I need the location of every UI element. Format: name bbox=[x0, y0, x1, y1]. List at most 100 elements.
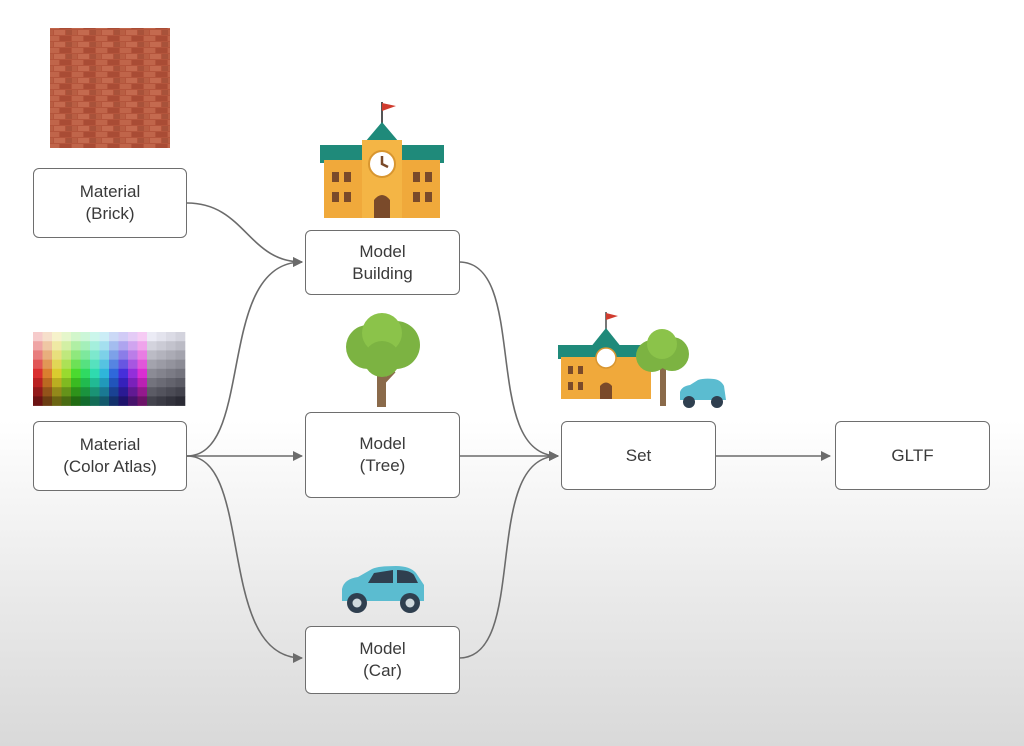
atlas-swatch bbox=[99, 350, 110, 360]
school-building-icon bbox=[320, 102, 444, 218]
atlas-swatch bbox=[42, 387, 53, 397]
atlas-swatch bbox=[42, 368, 53, 379]
atlas-swatch bbox=[166, 350, 176, 360]
atlas-swatch bbox=[109, 332, 119, 342]
atlas-swatch bbox=[156, 350, 167, 360]
atlas-swatch bbox=[137, 359, 148, 370]
atlas-swatch bbox=[137, 350, 148, 360]
atlas-swatch bbox=[156, 378, 167, 388]
atlas-swatch bbox=[175, 378, 186, 388]
atlas-swatch bbox=[156, 359, 167, 370]
color-atlas-image bbox=[33, 332, 186, 406]
atlas-swatch bbox=[80, 332, 91, 342]
node-material-color-atlas[interactable]: Material (Color Atlas) bbox=[33, 421, 187, 491]
atlas-swatch bbox=[71, 350, 81, 360]
atlas-swatch bbox=[90, 368, 100, 379]
atlas-swatch bbox=[90, 359, 100, 370]
atlas-swatch bbox=[52, 359, 62, 370]
atlas-swatch bbox=[80, 387, 91, 397]
edge-brick-to-building bbox=[186, 202, 303, 267]
atlas-swatch bbox=[147, 396, 157, 406]
atlas-swatch bbox=[71, 387, 81, 397]
atlas-swatch bbox=[99, 332, 110, 342]
atlas-swatch bbox=[128, 332, 138, 342]
car-icon bbox=[342, 566, 424, 613]
atlas-swatch bbox=[71, 396, 81, 406]
atlas-swatch bbox=[80, 368, 91, 379]
atlas-swatch bbox=[80, 359, 91, 370]
edge-atlas-to-building bbox=[186, 257, 303, 457]
atlas-swatch bbox=[175, 350, 186, 360]
atlas-swatch bbox=[61, 332, 72, 342]
atlas-swatch bbox=[61, 396, 72, 406]
atlas-swatch bbox=[166, 387, 176, 397]
atlas-swatch bbox=[61, 387, 72, 397]
edge-car-to-set bbox=[458, 451, 559, 659]
atlas-swatch bbox=[99, 378, 110, 388]
atlas-swatch bbox=[109, 368, 119, 379]
atlas-swatch bbox=[90, 332, 100, 342]
edges bbox=[186, 202, 831, 663]
atlas-swatch bbox=[61, 350, 72, 360]
atlas-swatch bbox=[52, 387, 62, 397]
node-model-tree-title: Model bbox=[359, 434, 406, 453]
atlas-swatch bbox=[90, 341, 100, 351]
atlas-swatch bbox=[166, 368, 176, 379]
edge-atlas-to-car bbox=[186, 455, 303, 663]
atlas-swatch bbox=[52, 350, 62, 360]
atlas-swatch bbox=[175, 359, 186, 370]
atlas-swatch bbox=[118, 387, 129, 397]
atlas-swatch bbox=[147, 387, 157, 397]
atlas-swatch bbox=[137, 368, 148, 379]
atlas-swatch bbox=[109, 378, 119, 388]
atlas-swatch bbox=[61, 341, 72, 351]
atlas-swatch bbox=[166, 341, 176, 351]
atlas-swatch bbox=[71, 368, 81, 379]
atlas-swatch bbox=[128, 350, 138, 360]
atlas-swatch bbox=[137, 396, 148, 406]
node-model-building[interactable]: Model Building bbox=[305, 230, 460, 295]
atlas-swatch bbox=[99, 396, 110, 406]
atlas-swatch bbox=[33, 350, 43, 360]
atlas-swatch bbox=[61, 378, 72, 388]
atlas-swatch bbox=[99, 359, 110, 370]
atlas-swatch bbox=[175, 332, 186, 342]
atlas-swatch bbox=[52, 396, 62, 406]
atlas-swatch bbox=[137, 341, 148, 351]
atlas-swatch bbox=[33, 368, 43, 379]
atlas-swatch bbox=[147, 359, 157, 370]
atlas-swatch bbox=[90, 350, 100, 360]
atlas-swatch bbox=[166, 359, 176, 370]
atlas-swatch bbox=[61, 359, 72, 370]
atlas-swatch bbox=[52, 368, 62, 379]
node-model-tree[interactable]: Model (Tree) bbox=[305, 412, 460, 498]
atlas-swatch bbox=[156, 396, 167, 406]
atlas-swatch bbox=[71, 359, 81, 370]
atlas-swatch bbox=[109, 359, 119, 370]
atlas-swatch bbox=[52, 378, 62, 388]
node-set[interactable]: Set bbox=[561, 421, 716, 490]
atlas-swatch bbox=[109, 387, 119, 397]
atlas-swatch bbox=[61, 368, 72, 379]
node-model-car-title: Model bbox=[359, 639, 406, 658]
atlas-swatch bbox=[33, 332, 43, 342]
node-model-building-subtitle: Building bbox=[352, 263, 413, 283]
node-material-brick[interactable]: Material (Brick) bbox=[33, 168, 187, 238]
atlas-swatch bbox=[118, 332, 129, 342]
atlas-swatch bbox=[156, 368, 167, 379]
atlas-swatch bbox=[33, 359, 43, 370]
node-set-title: Set bbox=[625, 445, 652, 465]
atlas-swatch bbox=[118, 359, 129, 370]
atlas-swatch bbox=[52, 341, 62, 351]
atlas-swatch bbox=[147, 378, 157, 388]
atlas-swatch bbox=[80, 378, 91, 388]
atlas-swatch bbox=[147, 350, 157, 360]
atlas-swatch bbox=[128, 378, 138, 388]
atlas-swatch bbox=[137, 332, 148, 342]
node-gltf[interactable]: GLTF bbox=[835, 421, 990, 490]
atlas-swatch bbox=[156, 387, 167, 397]
atlas-swatch bbox=[118, 368, 129, 379]
atlas-swatch bbox=[128, 368, 138, 379]
node-model-car[interactable]: Model (Car) bbox=[305, 626, 460, 694]
atlas-swatch bbox=[137, 378, 148, 388]
